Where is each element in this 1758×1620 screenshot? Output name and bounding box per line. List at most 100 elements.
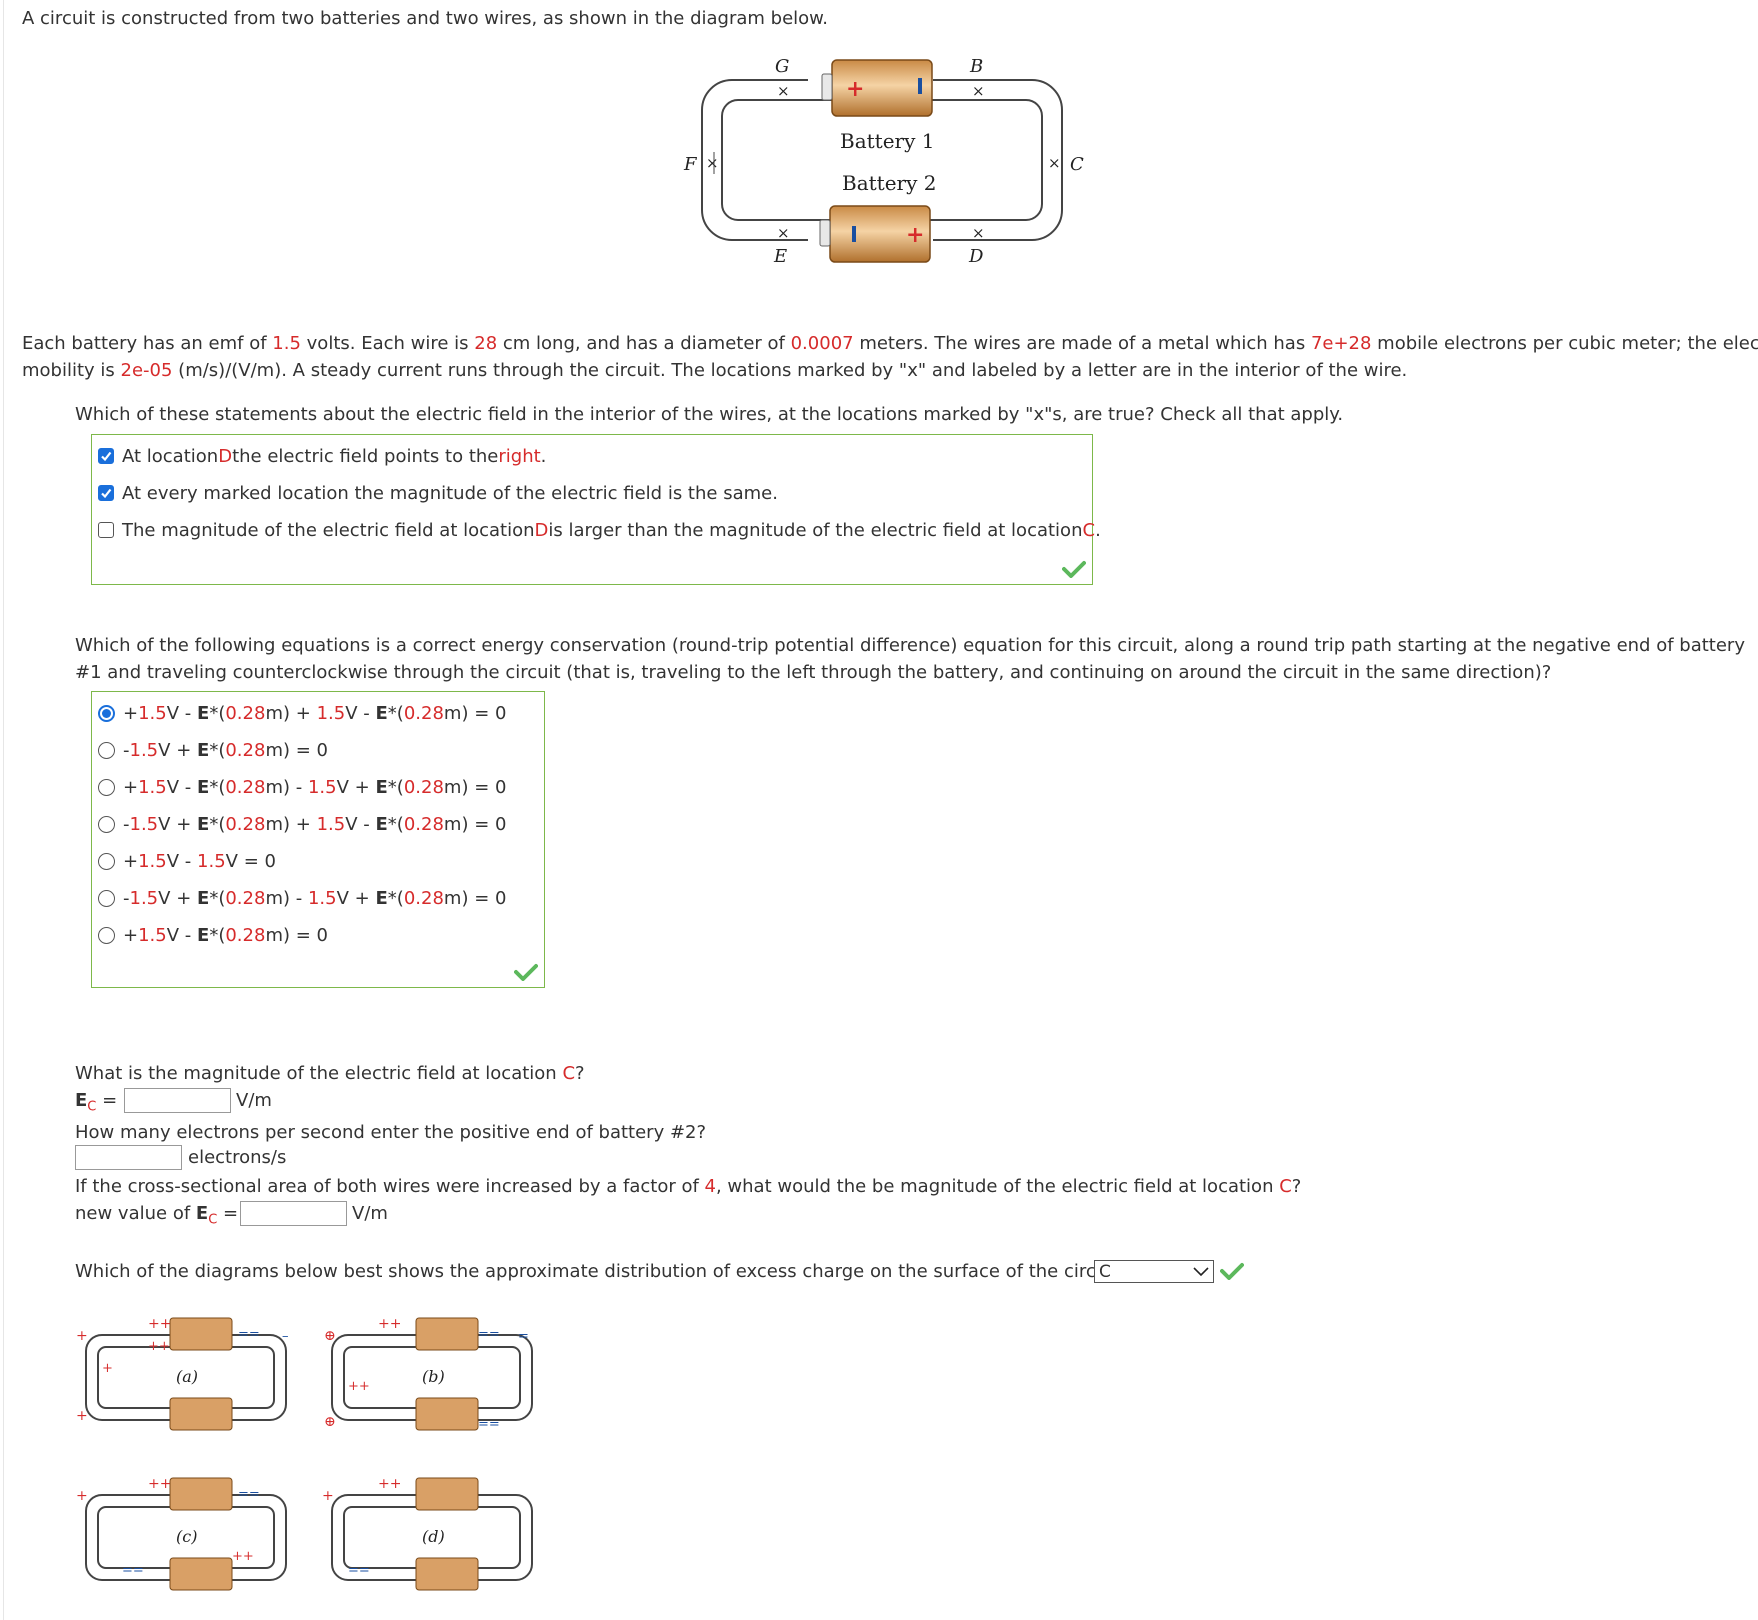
emf-value: 1.5 <box>272 333 301 354</box>
svg-text:==: == <box>478 1417 500 1432</box>
q2-radio-5[interactable] <box>98 852 115 870</box>
label-B: B <box>969 56 983 77</box>
diagram-a: ++ ++ + + + == – (a) <box>76 1316 289 1431</box>
battery-2-plus: + <box>906 222 924 248</box>
svg-text:==: == <box>348 1563 370 1578</box>
q4-prompt: How many electrons per second enter the … <box>75 1122 707 1143</box>
electrons-unit: electrons/s <box>188 1147 287 1168</box>
q2-option-3[interactable]: +1.5 V - E*(0.28 m) - 1.5 V + E*(0.28 m)… <box>98 773 506 801</box>
length-value: 28 <box>474 333 498 354</box>
svg-text:==: == <box>478 1327 500 1342</box>
diagram-d-label: (d) <box>422 1527 445 1546</box>
q1-prompt: Which of these statements about the elec… <box>75 404 1344 425</box>
label-F: F <box>683 154 698 175</box>
battery-1-plus: + <box>846 76 864 102</box>
wire-inner <box>721 99 1043 221</box>
q3-prompt: What is the magnitude of the electric fi… <box>75 1063 585 1084</box>
diagram-a-label: (a) <box>176 1367 198 1386</box>
q2-option-2[interactable]: -1.5 V + E*(0.28 m) = 0 <box>98 736 328 764</box>
marker-B: × <box>972 82 985 100</box>
q2-correct-check-icon <box>514 963 538 981</box>
svg-text:==: == <box>238 1487 260 1502</box>
ec-input[interactable] <box>124 1088 231 1113</box>
svg-text:==: == <box>238 1327 260 1342</box>
circuit-diagram: + + Battery 1 Battery 2 G × B × F × × C … <box>683 56 1084 267</box>
q1-correct-check-icon <box>1062 560 1086 578</box>
q5-label: new value of EC = <box>75 1203 239 1228</box>
diagram-b: ⊕ ⊕ ++ ++ == = == (b) <box>324 1316 533 1432</box>
svg-text:++: ++ <box>378 1476 401 1492</box>
svg-text:++: ++ <box>148 1339 170 1354</box>
battery-1-terminal <box>821 73 833 101</box>
battery-1-label: Battery 1 <box>840 129 934 153</box>
label-C: C <box>1070 154 1084 175</box>
new-ec-input[interactable] <box>240 1201 347 1226</box>
svg-text:+: + <box>322 1488 334 1504</box>
label-E: E <box>773 246 787 267</box>
diagram-b-label: (b) <box>422 1367 445 1386</box>
label-D: D <box>968 246 984 267</box>
q1-answer-box: At location D the electric field points … <box>91 434 1101 585</box>
intro-text: A circuit is constructed from two batter… <box>22 8 828 29</box>
svg-text:+: + <box>76 1488 88 1504</box>
new-ec-unit: V/m <box>352 1203 388 1224</box>
q3-label: EC = <box>75 1090 118 1115</box>
electrons-per-second-input[interactable] <box>75 1145 182 1170</box>
diagram-c: ++ + ++ == == (c) <box>76 1476 287 1591</box>
q2-option-5[interactable]: +1.5 V - 1.5 V = 0 <box>98 847 276 875</box>
svg-text:+: + <box>102 1361 113 1376</box>
svg-text:⊕: ⊕ <box>324 1328 336 1344</box>
q2-radio-6[interactable] <box>98 889 115 907</box>
page-left-border <box>3 0 4 1620</box>
q2-option-6[interactable]: -1.5 V + E*(0.28 m) - 1.5 V + E*(0.28 m)… <box>98 884 506 912</box>
marker-E: × <box>777 224 790 242</box>
svg-text:+: + <box>76 1328 88 1344</box>
q1-checkbox-3[interactable] <box>98 522 114 538</box>
diagram-c-label: (c) <box>176 1527 197 1546</box>
q1-option-3[interactable]: The magnitude of the electric field at l… <box>98 516 1101 544</box>
q1-option-2[interactable]: At every marked location the magnitude o… <box>98 479 778 507</box>
battery-2-terminal <box>819 219 831 247</box>
diameter-value: 0.0007 <box>790 333 854 354</box>
marker-G: × <box>777 82 790 100</box>
density-value: 7e+28 <box>1310 333 1372 354</box>
q1-checkbox-2[interactable] <box>98 485 114 501</box>
label-G: G <box>775 56 789 77</box>
q2-prompt-line-2: #1 and traveling counterclockwise throug… <box>75 662 1552 683</box>
q2-prompt-line-1: Which of the following equations is a co… <box>75 635 1745 656</box>
q2-radio-3[interactable] <box>98 778 115 796</box>
q2-option-4[interactable]: -1.5 V + E*(0.28 m) + 1.5 V - E*(0.28 m)… <box>98 810 506 838</box>
q2-radio-4[interactable] <box>98 815 115 833</box>
q2-radio-2[interactable] <box>98 741 115 759</box>
q2-radio-1[interactable] <box>98 704 115 722</box>
problem-line-2: mobility is 2e-05 (m/s)/(V/m). A steady … <box>22 360 1408 381</box>
marker-C: × <box>1048 154 1061 172</box>
svg-text:++: ++ <box>148 1476 171 1492</box>
svg-text:–: – <box>282 1329 289 1344</box>
problem-line-1: Each battery has an emf of 1.5 volts. Ea… <box>22 333 1758 354</box>
svg-text:==: == <box>122 1563 144 1578</box>
ec-unit: V/m <box>236 1090 272 1111</box>
charge-distribution-select[interactable]: C <box>1094 1260 1214 1283</box>
battery-1-minus <box>918 78 922 94</box>
svg-text:++: ++ <box>348 1379 370 1394</box>
q1-checkbox-1[interactable] <box>98 448 114 464</box>
svg-text:+: + <box>76 1408 88 1424</box>
svg-text:++: ++ <box>378 1316 401 1332</box>
q2-option-7[interactable]: +1.5 V - E*(0.28 m) = 0 <box>98 921 328 949</box>
svg-text:++: ++ <box>148 1316 171 1332</box>
q5-prompt: If the cross-sectional area of both wire… <box>75 1176 1302 1197</box>
diagram-d: ++ + == (d) <box>322 1476 533 1591</box>
battery-2-label: Battery 2 <box>842 171 936 195</box>
battery-2-minus <box>852 226 856 242</box>
svg-text:++: ++ <box>232 1549 254 1564</box>
marker-D: × <box>972 224 985 242</box>
q6-correct-check-icon <box>1220 1262 1244 1280</box>
chevron-down-icon <box>1193 1267 1209 1277</box>
svg-text:=: = <box>518 1329 529 1344</box>
q2-radio-7[interactable] <box>98 926 115 944</box>
svg-text:⊕: ⊕ <box>324 1414 336 1430</box>
q1-option-1[interactable]: At location D the electric field points … <box>98 442 546 470</box>
